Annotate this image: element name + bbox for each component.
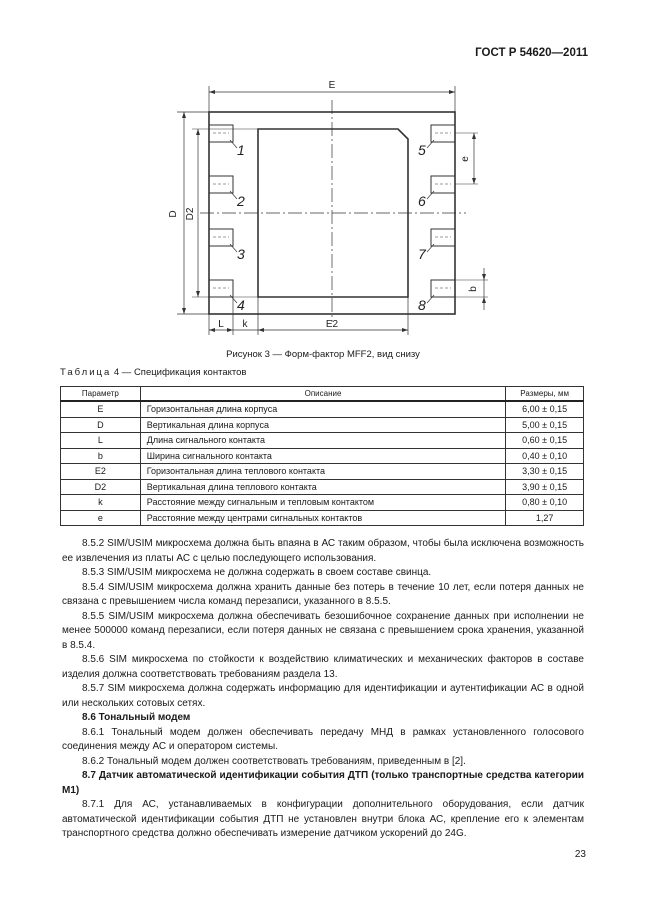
cell-param: E2: [60, 463, 141, 480]
table-row: b Ширина сигнального контакта 0,40 ± 0,1…: [60, 447, 584, 464]
dim-label-D2: D2: [185, 207, 196, 220]
table-row: E Горизонтальная длина корпуса 6,00 ± 0,…: [60, 400, 584, 418]
pin-number: 8: [418, 297, 426, 313]
body-text: 8.5.2 SIM/USIM микросхема должна быть вп…: [62, 537, 584, 842]
cell-desc: Горизонтальная длина теплового контакта: [139, 463, 507, 480]
paragraph: 8.6.1 Тональный модем должен обеспечиват…: [62, 726, 584, 753]
paragraph: 8.5.4 SIM/USIM микросхема должна хранить…: [62, 581, 584, 608]
pin-number: 3: [237, 246, 245, 262]
cell-size: 3,90 ± 0,15: [505, 478, 584, 495]
table-title-prefix: Таблица: [60, 367, 112, 378]
table-row: E2 Горизонтальная длина теплового контак…: [60, 463, 584, 480]
col-header-size: Размеры, мм: [505, 386, 584, 402]
cell-size: 1,27: [505, 509, 584, 526]
table-row: L Длина сигнального контакта 0,60 ± 0,15: [60, 432, 584, 449]
pin-number: 7: [418, 246, 427, 262]
cell-size: 0,60 ± 0,15: [505, 432, 584, 449]
cell-param: E: [60, 400, 141, 418]
figure-caption: Рисунок 3 — Форм-фактор MFF2, вид снизу: [226, 349, 420, 360]
cell-size: 0,80 ± 0,10: [505, 494, 584, 511]
section-heading: 8.6 Тональный модем: [82, 712, 191, 723]
cell-size: 5,00 ± 0,15: [505, 416, 584, 433]
col-header-param: Параметр: [60, 386, 141, 402]
cell-size: 0,40 ± 0,10: [505, 447, 584, 464]
table-title: Таблица 4 — Спецификация контактов: [60, 367, 246, 378]
cell-param: L: [60, 432, 141, 449]
dim-label-b: b: [468, 286, 479, 292]
cell-desc: Ширина сигнального контакта: [139, 447, 507, 464]
cell-desc: Длина сигнального контакта: [139, 432, 507, 449]
dim-label-e: e: [460, 156, 471, 162]
table-header-row: Параметр Описание Размеры, мм: [60, 386, 584, 402]
pin-number: 4: [237, 297, 245, 313]
dim-label-D: D: [168, 210, 179, 217]
section-heading: 8.7 Датчик автоматической идентификации …: [62, 770, 584, 796]
cell-desc: Расстояние между центрами сигнальных кон…: [139, 509, 507, 526]
dim-label-E: E: [329, 80, 336, 91]
dim-label-k: k: [243, 319, 249, 330]
page-number: 23: [574, 849, 586, 860]
table-row: k Расстояние между сигнальным и тепловым…: [60, 494, 584, 511]
cell-size: 6,00 ± 0,15: [505, 400, 584, 418]
paragraph: 8.5.2 SIM/USIM микросхема должна быть вп…: [62, 538, 584, 564]
cell-desc: Расстояние между сигнальным и тепловым к…: [139, 494, 507, 511]
cell-param: D2: [60, 478, 141, 495]
table-row: D2 Вертикальная длина теплового контакта…: [60, 478, 584, 495]
dim-label-E2: E2: [326, 319, 339, 330]
cell-param: e: [60, 509, 141, 526]
table-title-rest: 4 — Спецификация контактов: [111, 367, 247, 378]
cell-desc: Вертикальная длина корпуса: [139, 416, 507, 433]
table-row: e Расстояние между центрами сигнальных к…: [60, 509, 584, 526]
paragraph: 8.5.5 SIM/USIM микросхема должна обеспеч…: [62, 610, 584, 651]
cell-param: b: [60, 447, 141, 464]
paragraph: 8.5.6 SIM микросхема по стойкости к возд…: [62, 654, 584, 680]
paragraph: 8.6.2 Тональный модем должен соответство…: [82, 755, 466, 767]
table-row: D Вертикальная длина корпуса 5,00 ± 0,15: [60, 416, 584, 433]
paragraph: 8.5.7 SIM микросхема должна содержать ин…: [62, 683, 584, 709]
pin-number: 5: [418, 142, 426, 158]
standard-header: ГОСТ Р 54620—2011: [475, 47, 588, 59]
paragraph: 8.5.3 SIM/USIM микросхема не должна соде…: [82, 567, 432, 578]
left-signal-pins: [209, 124, 234, 298]
cell-param: D: [60, 416, 141, 433]
pin-number: 2: [236, 193, 245, 209]
mff2-figure: E D D2 E2 L k e b 1 2 3 4 5 6 7 8: [168, 80, 488, 335]
dim-label-L: L: [218, 319, 224, 330]
thermal-pad: [257, 128, 409, 298]
right-signal-pins: [430, 124, 455, 298]
contacts-spec-table: Параметр Описание Размеры, мм E Горизонт…: [60, 386, 584, 526]
paragraph: 8.7.1 Для АС, устанавливаемых в конфигур…: [62, 799, 584, 839]
cell-param: k: [60, 494, 141, 511]
pin-number: 6: [418, 193, 426, 209]
col-header-desc: Описание: [139, 386, 507, 402]
cell-desc: Горизонтальная длина корпуса: [139, 400, 507, 418]
pin-number: 1: [237, 142, 245, 158]
cell-size: 3,30 ± 0,15: [505, 463, 584, 480]
cell-desc: Вертикальная длина теплового контакта: [139, 478, 507, 495]
